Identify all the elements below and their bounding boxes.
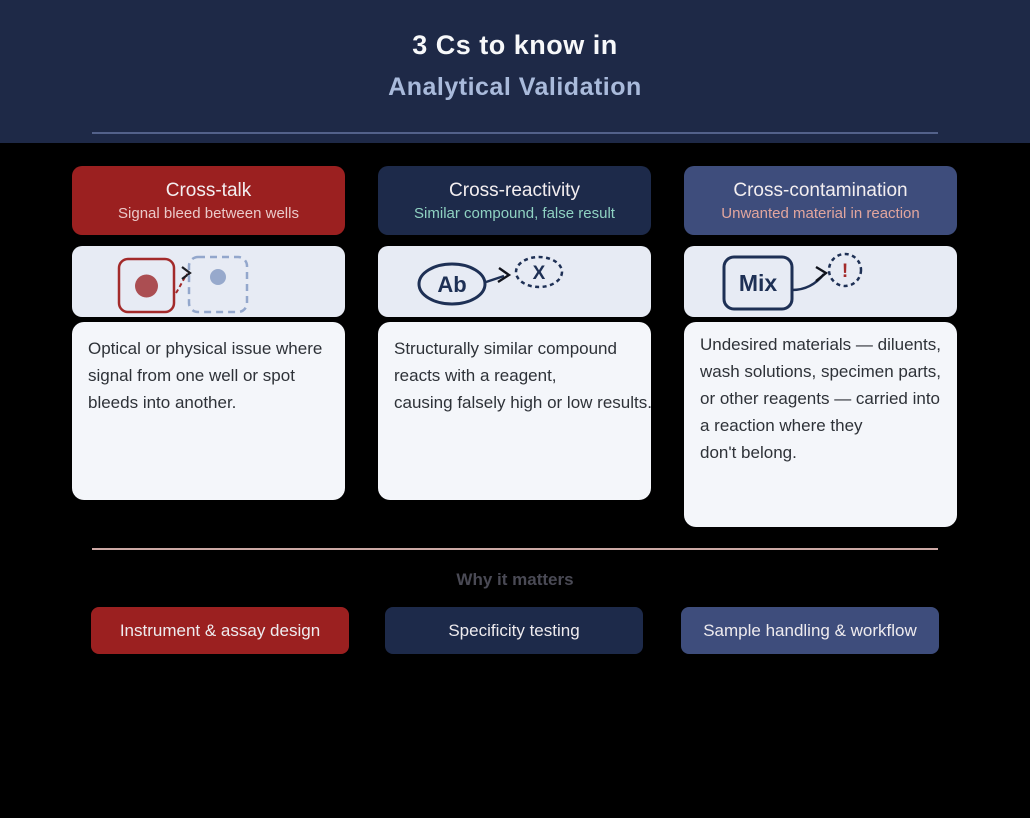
mix-label: Mix [739, 270, 778, 296]
instrument-assay-design-button[interactable]: Instrument & assay design [91, 607, 349, 654]
cross-talk-icon-panel [72, 246, 345, 317]
mix-contamination-icon: Mix ! [722, 252, 863, 311]
sample-handling-workflow-button[interactable]: Sample handling & workflow [681, 607, 939, 654]
column-cross-contamination: Cross-contamination Unwanted material in… [684, 166, 957, 527]
mix-box [722, 255, 794, 311]
source-signal-dot [135, 274, 158, 298]
concept-title: Cross-contamination [733, 179, 908, 201]
contamination-arrowhead [815, 265, 829, 282]
column-cross-talk: Cross-talk Signal bleed between wells Op… [72, 166, 345, 500]
page-title: 3 Cs to know in [412, 30, 618, 60]
footer-divider [92, 548, 938, 550]
description-text: Undesired materials — diluents, wash sol… [700, 335, 941, 462]
alert-circle [827, 252, 863, 288]
cross-talk-description-card: Optical or physical issue where signal f… [72, 322, 345, 500]
header-band: 3 Cs to know in Analytical Validation [0, 0, 1030, 143]
alert-label: ! [842, 261, 848, 282]
false-target-label: X [533, 263, 546, 284]
reaction-arrowhead [497, 267, 512, 284]
cross-contamination-icon-panel: Mix ! [684, 246, 957, 317]
antibody-label: Ab [437, 272, 466, 297]
antibody-reactivity-icon: Ab X [417, 255, 564, 306]
antibody-ellipse [417, 262, 487, 306]
concept-title: Cross-reactivity [449, 179, 580, 201]
cross-reactivity-icon-panel: Ab X [378, 246, 651, 317]
concept-subtitle: Similar compound, false result [414, 204, 615, 222]
column-cross-reactivity: Cross-reactivity Similar compound, false… [378, 166, 652, 500]
description-text: Optical or physical issue where signal f… [88, 339, 323, 412]
leaked-signal-dot [210, 269, 226, 285]
contamination-arrow [791, 273, 825, 292]
page-subtitle: Analytical Validation [388, 73, 642, 101]
target-well [187, 255, 249, 314]
bleed-arrow [175, 273, 188, 294]
concept-subtitle: Signal bleed between wells [118, 204, 299, 222]
concept-subtitle: Unwanted material in reaction [721, 204, 920, 222]
specificity-testing-button[interactable]: Specificity testing [385, 607, 643, 654]
cross-contamination-card: Cross-contamination Unwanted material in… [684, 166, 957, 235]
cross-reactivity-description-card: Structurally similar compound reacts wit… [378, 322, 652, 500]
cross-reactivity-card: Cross-reactivity Similar compound, false… [378, 166, 651, 235]
why-it-matters-title: Why it matters [456, 570, 574, 589]
cross-contamination-description-card: Undesired materials — diluents, wash sol… [684, 322, 957, 527]
well-bleed-icon [117, 255, 249, 314]
cross-talk-card: Cross-talk Signal bleed between wells [72, 166, 345, 235]
reaction-arrow [485, 274, 505, 284]
description-text: Structurally similar compound reacts wit… [394, 339, 652, 412]
bleed-arrowhead [181, 266, 192, 280]
false-target-ellipse [514, 255, 564, 289]
header-divider [92, 132, 938, 134]
source-well [117, 257, 176, 314]
concept-title: Cross-talk [165, 179, 252, 201]
